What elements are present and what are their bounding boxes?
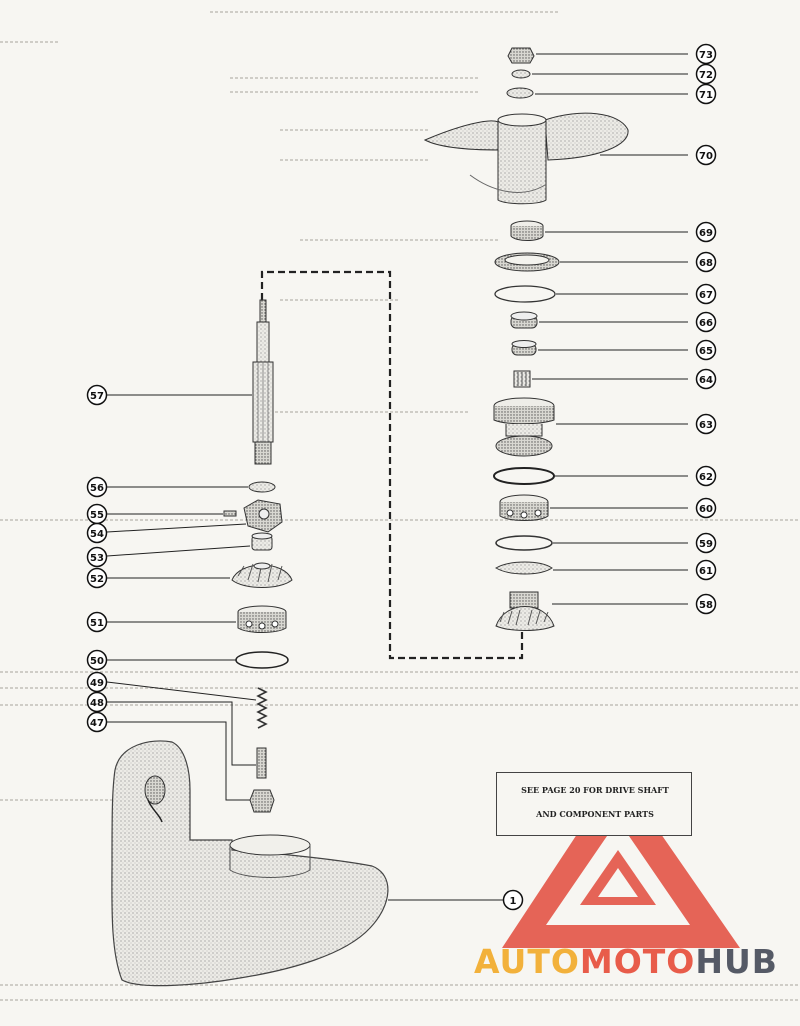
svg-text:62: 62 — [699, 472, 713, 483]
callout-50: 50 — [86, 649, 108, 671]
callout-55: 55 — [86, 503, 108, 525]
part-68-ring-nut — [494, 252, 688, 272]
callout-64: 64 — [695, 368, 717, 390]
part-51-bearing — [107, 605, 287, 633]
part-72-washer — [511, 69, 688, 79]
svg-text:49: 49 — [90, 678, 104, 689]
svg-text:52: 52 — [90, 574, 104, 585]
callout-53: 53 — [86, 546, 108, 568]
part-71-washer — [506, 87, 688, 99]
part-66-seal — [510, 311, 688, 329]
svg-text:58: 58 — [699, 600, 713, 611]
svg-text:63: 63 — [699, 420, 713, 431]
callout-68: 68 — [695, 251, 717, 273]
svg-text:54: 54 — [90, 529, 104, 540]
svg-text:68: 68 — [699, 258, 713, 269]
svg-text:55: 55 — [90, 510, 104, 521]
callout-71: 71 — [695, 83, 717, 105]
part-56-washer — [107, 481, 276, 493]
note-box: SEE PAGE 20 FOR DRIVE SHAFT AND COMPONEN… — [496, 772, 692, 836]
part-1-gear-housing — [111, 740, 503, 987]
svg-text:70: 70 — [699, 151, 713, 162]
callout-56: 56 — [86, 476, 108, 498]
part-62-o-ring — [493, 467, 688, 485]
part-73-nut — [507, 47, 688, 64]
callout-67: 67 — [695, 283, 717, 305]
svg-text:1: 1 — [510, 896, 517, 907]
callout-58: 58 — [695, 593, 717, 615]
svg-text:60: 60 — [699, 504, 713, 515]
callout-48: 48 — [86, 691, 108, 713]
callout-52: 52 — [86, 567, 108, 589]
part-67-o-ring — [494, 285, 688, 303]
svg-text:71: 71 — [699, 90, 713, 101]
callout-70: 70 — [695, 144, 717, 166]
watermark-auto: AUTO — [474, 942, 580, 981]
svg-text:67: 67 — [699, 290, 713, 301]
part-52-bevel-gear — [107, 562, 293, 588]
part-58-gear — [495, 591, 688, 631]
callout-66: 66 — [695, 311, 717, 333]
part-61-washer — [494, 561, 688, 575]
callout-63: 63 — [695, 413, 717, 435]
watermark-moto: MOTO — [579, 942, 696, 981]
callout-69: 69 — [695, 221, 717, 243]
watermark-text: AUTOMOTOHUB — [474, 942, 778, 981]
svg-text:59: 59 — [699, 539, 713, 550]
part-63-bearing-carrier — [493, 397, 688, 457]
watermark-hub: HUB — [695, 942, 778, 981]
svg-text:69: 69 — [699, 228, 713, 239]
dashed-connector — [260, 270, 524, 660]
part-47-bushing — [107, 721, 275, 813]
watermark-triangle-logo — [502, 772, 740, 948]
ghost-text-lines — [0, 11, 800, 1001]
callout-57: 57 — [86, 384, 108, 406]
part-55-key — [107, 510, 237, 517]
callout-51: 51 — [86, 611, 108, 633]
callout-47: 47 — [86, 711, 108, 733]
svg-text:50: 50 — [90, 656, 104, 667]
svg-text:66: 66 — [699, 318, 713, 329]
callout-49: 49 — [86, 671, 108, 693]
note-line-2: AND COMPONENT PARTS — [536, 809, 654, 819]
callout-61: 61 — [695, 559, 717, 581]
part-48-pin — [107, 701, 267, 779]
part-53-bearing — [106, 532, 273, 557]
svg-text:51: 51 — [90, 618, 104, 629]
part-57-drive-shaft — [107, 299, 274, 465]
part-64-needle-bearing — [513, 370, 688, 388]
svg-text:48: 48 — [90, 698, 104, 709]
callout-73: 73 — [695, 43, 717, 65]
part-59-shim — [495, 535, 688, 551]
callout-59: 59 — [695, 532, 717, 554]
part-65-seal — [511, 340, 688, 356]
svg-text:57: 57 — [90, 391, 104, 402]
svg-text:53: 53 — [90, 553, 104, 564]
svg-text:47: 47 — [90, 718, 104, 729]
part-69-thrust-hub — [510, 220, 688, 241]
part-49-spring — [106, 681, 268, 729]
svg-text:73: 73 — [699, 50, 713, 61]
part-50-o-ring — [107, 651, 289, 669]
part-54-clutch — [106, 499, 283, 533]
svg-text:56: 56 — [90, 483, 104, 494]
callout-65: 65 — [695, 339, 717, 361]
svg-text:72: 72 — [699, 70, 713, 81]
part-70-propeller — [423, 112, 688, 205]
callout-72: 72 — [695, 63, 717, 85]
svg-text:64: 64 — [699, 375, 713, 386]
note-line-1: SEE PAGE 20 FOR DRIVE SHAFT — [521, 785, 669, 795]
callout-54: 54 — [86, 522, 108, 544]
callout-60: 60 — [695, 497, 717, 519]
callout-62: 62 — [695, 465, 717, 487]
callout-1: 1 — [502, 889, 524, 911]
part-60-ball-bearing — [499, 494, 688, 521]
svg-text:61: 61 — [699, 566, 713, 577]
svg-text:65: 65 — [699, 346, 713, 357]
